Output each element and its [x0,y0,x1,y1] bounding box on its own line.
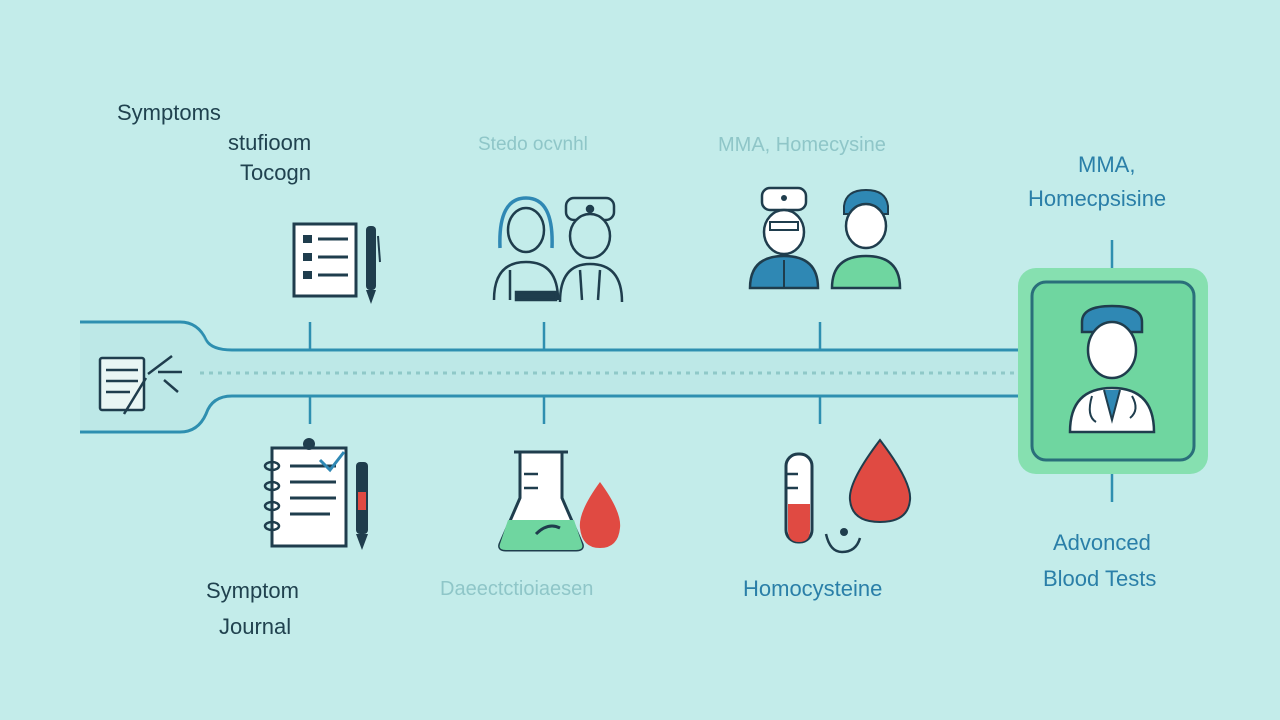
label-symptom-garbled: stufioom [228,130,312,155]
journal-notepad-icon [263,438,348,548]
menu-list-icon [98,355,182,415]
label-homocysteine-right: Homecpsisine [1028,186,1167,211]
doctor-and-patient-icon [748,186,902,290]
test-tube-icon [784,452,862,554]
pen-icon [356,462,368,550]
label-bottom-garbled: Daeectctioiaesen [440,578,594,600]
label-homocysteine-bottom: Homocysteine [743,576,883,601]
label-mma: MMA, [1078,152,1136,177]
two-doctors-outline-icon [492,196,624,303]
advanced-tests-card [1018,268,1208,474]
lab-flask-icon [498,450,584,552]
label-mma-homocysteine-top: MMA, Homecysine [718,134,886,156]
label-journal: Journal [219,614,292,639]
checklist-clipboard-icon [292,222,358,298]
timeline-band [80,320,1020,434]
blood-drop-icon [579,482,621,548]
label-blood-garbled: Stedo ocvnhl [478,134,588,155]
label-advanced: Advonced [1053,530,1151,555]
timeline-ticks [308,240,1114,502]
label-symptoms: Symptoms [117,100,221,125]
label-symptom: Symptom [206,578,299,603]
label-blood-tests: Blood Tests [1043,566,1157,591]
pen-icon [366,226,381,304]
label-tracking-garbled: Tocogn [240,160,311,185]
blood-drop-icon [848,438,912,524]
doctor-avatar-icon [1068,304,1156,434]
